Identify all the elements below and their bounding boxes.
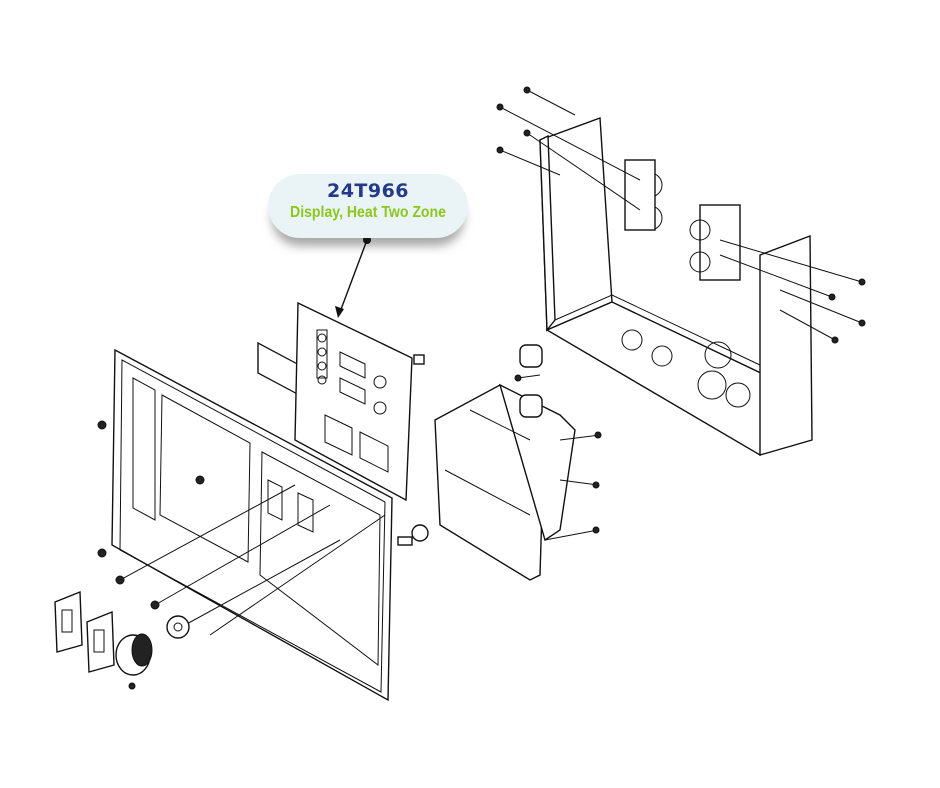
enclosure: [539, 117, 813, 457]
part-number: 24T966: [326, 180, 410, 202]
control-module: [434, 344, 602, 581]
panel-screws: [115, 484, 386, 636]
front-panel: [97, 348, 393, 702]
enclosure-screws: [496, 86, 866, 344]
callout-leader: [335, 236, 371, 318]
potentiometer: [397, 524, 429, 546]
rocker-switches: [54, 590, 115, 673]
display-board: [257, 301, 425, 502]
part-description: Display, Heat Two Zone: [290, 204, 446, 221]
part-callout: 24T966 Display, Heat Two Zone: [268, 174, 468, 238]
knob: [115, 615, 190, 690]
